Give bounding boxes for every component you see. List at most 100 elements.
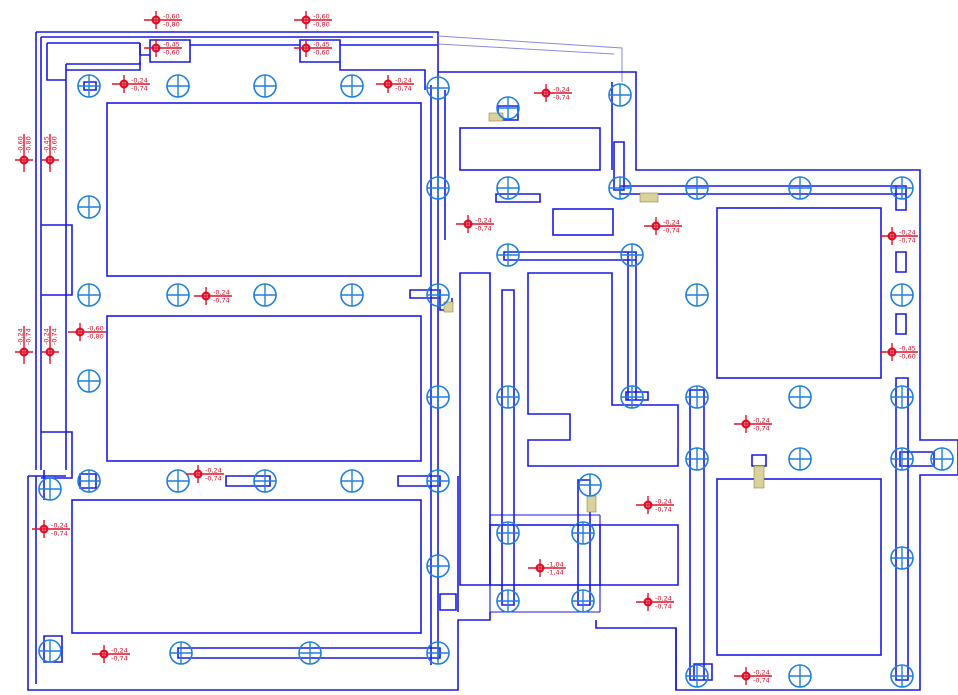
pile-circle-icon bbox=[930, 447, 954, 471]
marker-bottom-value: -0,74 bbox=[51, 328, 59, 345]
elevation-markers: -0,60-0,80-0,60-0,80-0,45-0,60-0,45-0,60… bbox=[15, 11, 918, 685]
pile-circle-icon bbox=[890, 447, 914, 471]
pile-circle-icon bbox=[496, 176, 520, 200]
marker-bottom-value: -0,74 bbox=[111, 655, 128, 663]
pile-circle-icon bbox=[685, 447, 709, 471]
marker-bottom-value: -0,74 bbox=[753, 425, 770, 433]
pile-circle-icon bbox=[496, 589, 520, 613]
marker-top-value: -0,24 bbox=[111, 647, 128, 655]
marker-top-value: -0,24 bbox=[131, 77, 148, 85]
pile-circle-icon bbox=[253, 283, 277, 307]
marker-top-value: -0,24 bbox=[213, 289, 230, 297]
marker-bottom-value: -0,74 bbox=[205, 475, 222, 483]
pile-circle-icon bbox=[571, 589, 595, 613]
marker-top-value: -0,24 bbox=[663, 219, 680, 227]
elevation-marker: -0,24-0,74 bbox=[644, 217, 682, 235]
marker-bottom-value: -1,44 bbox=[547, 569, 564, 577]
elevation-marker: -0,60-0,80 bbox=[294, 11, 332, 29]
elevation-marker: -0,24-0,74 bbox=[636, 593, 674, 611]
beams bbox=[43, 81, 935, 681]
pile-circle-icon bbox=[685, 283, 709, 307]
marker-bottom-value: -0,80 bbox=[87, 333, 104, 341]
marker-top-value: -0,60 bbox=[313, 13, 330, 21]
pile-circle-icon bbox=[685, 176, 709, 200]
pile-circle-icon bbox=[77, 195, 101, 219]
pile-circle-icon bbox=[77, 469, 101, 493]
pile-circle-icon bbox=[890, 283, 914, 307]
elevation-marker: -0,24-0,74 bbox=[456, 215, 494, 233]
pile-circle-icon bbox=[426, 76, 450, 100]
elevation-marker: -0,60-0,80 bbox=[144, 11, 182, 29]
marker-top-value: -0,24 bbox=[655, 595, 672, 603]
elevation-marker: -0,60-0,80 bbox=[15, 134, 33, 172]
pile-circle-icon bbox=[169, 641, 193, 665]
elevation-marker: -0,24-0,74 bbox=[15, 326, 33, 364]
elevation-marker: -0,45-0,60 bbox=[294, 39, 332, 57]
marker-top-value: -0,24 bbox=[475, 217, 492, 225]
marker-bottom-value: -0,60 bbox=[163, 49, 180, 57]
marker-top-value: -0,60 bbox=[17, 136, 25, 153]
marker-top-value: -1,04 bbox=[547, 561, 564, 569]
pile-circle-icon bbox=[578, 473, 602, 497]
marker-bottom-value: -0,60 bbox=[51, 136, 59, 153]
pile-circle-icon bbox=[890, 176, 914, 200]
elevation-marker: -0,24-0,74 bbox=[376, 75, 414, 93]
marker-bottom-value: -0,60 bbox=[313, 49, 330, 57]
pile-circle-icon bbox=[620, 243, 644, 267]
elevation-marker: -0,24-0,74 bbox=[734, 667, 772, 685]
elevation-marker: -0,24-0,74 bbox=[112, 75, 150, 93]
pile-circle-icon bbox=[496, 243, 520, 267]
elevation-marker: -0,24-0,74 bbox=[734, 415, 772, 433]
pile-circle-icon bbox=[426, 641, 450, 665]
pile-circle-icon bbox=[426, 176, 450, 200]
pile-circle-icon bbox=[340, 283, 364, 307]
marker-bottom-value: -0,74 bbox=[51, 530, 68, 538]
pile-circle-icon bbox=[608, 83, 632, 107]
pile-circle-icon bbox=[685, 385, 709, 409]
pile-circle-icon bbox=[298, 641, 322, 665]
pile-circle-icon bbox=[496, 96, 520, 120]
elevation-marker: -0,45-0,60 bbox=[41, 134, 59, 172]
pile-circle-icon bbox=[166, 74, 190, 98]
pile-circle-icon bbox=[253, 74, 277, 98]
pile-circle-icon bbox=[166, 469, 190, 493]
pile-circle-icon bbox=[340, 469, 364, 493]
marker-top-value: -0,24 bbox=[753, 669, 770, 677]
rooms bbox=[71, 102, 882, 656]
pile-circle-icon bbox=[496, 521, 520, 545]
marker-bottom-value: -0,74 bbox=[655, 603, 672, 611]
elevation-marker: -0,24-0,74 bbox=[880, 227, 918, 245]
marker-top-value: -0,60 bbox=[87, 325, 104, 333]
pile-circle-icon bbox=[340, 74, 364, 98]
pile-circle-icon bbox=[496, 385, 520, 409]
pile-circle-icon bbox=[426, 385, 450, 409]
elevation-marker: -0,24-0,74 bbox=[92, 645, 130, 663]
pile-circle-icon bbox=[77, 74, 101, 98]
pile-circle-icon bbox=[788, 447, 812, 471]
pile-circle-icon bbox=[890, 385, 914, 409]
marker-bottom-value: -0,74 bbox=[753, 677, 770, 685]
marker-top-value: -0,45 bbox=[43, 136, 51, 153]
marker-top-value: -0,45 bbox=[313, 41, 330, 49]
pile-circle-icon bbox=[788, 385, 812, 409]
piles bbox=[38, 74, 954, 688]
marker-top-value: -0,24 bbox=[395, 77, 412, 85]
pile-circle-icon bbox=[253, 469, 277, 493]
marker-bottom-value: -0,80 bbox=[313, 21, 330, 29]
elevation-marker: -0,24-0,74 bbox=[534, 84, 572, 102]
marker-top-value: -0,45 bbox=[163, 41, 180, 49]
marker-top-value: -0,24 bbox=[753, 417, 770, 425]
pile-circle-icon bbox=[38, 639, 62, 663]
elevation-marker: -0,24-0,74 bbox=[636, 496, 674, 514]
marker-top-value: -0,24 bbox=[553, 86, 570, 94]
pile-circle-icon bbox=[890, 664, 914, 688]
pile-circle-icon bbox=[38, 477, 62, 501]
marker-bottom-value: -0,74 bbox=[475, 225, 492, 233]
marker-top-value: -0,24 bbox=[899, 229, 916, 237]
elevation-marker: -0,45-0,60 bbox=[144, 39, 182, 57]
pile-circle-icon bbox=[571, 521, 595, 545]
elevation-marker: -1,04-1,44 bbox=[528, 559, 566, 577]
marker-bottom-value: -0,74 bbox=[655, 506, 672, 514]
marker-bottom-value: -0,74 bbox=[553, 94, 570, 102]
